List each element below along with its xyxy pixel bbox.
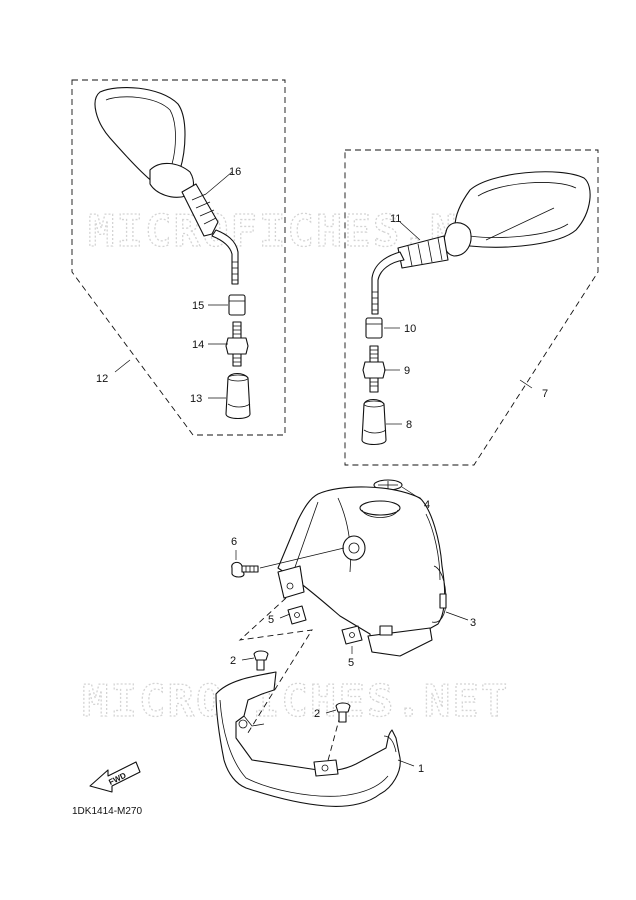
callout-leaders — [114, 171, 533, 767]
callout-5-left: 5 — [268, 614, 274, 626]
left-group-boundary — [71, 79, 286, 436]
callout-2-upper: 2 — [230, 655, 236, 667]
svg-text:FWD: FWD — [107, 771, 128, 787]
fwd-arrow: FWD — [89, 761, 141, 793]
callout-15: 15 — [192, 300, 204, 312]
part-2-screw-lower — [335, 702, 351, 723]
part-15-nut — [228, 294, 246, 316]
watermark-bottom: MICROFICHES.NET — [82, 676, 509, 727]
callout-7: 7 — [542, 388, 548, 400]
part-10-nut — [365, 317, 383, 339]
part-2-screw-upper — [253, 650, 269, 671]
part-5-clip-left — [287, 605, 307, 625]
callout-9: 9 — [404, 365, 410, 377]
callout-13: 13 — [190, 393, 202, 405]
callout-6: 6 — [231, 536, 237, 548]
callout-2-lower: 2 — [314, 708, 320, 720]
part-3-upper-cover — [277, 486, 446, 655]
callout-14: 14 — [192, 339, 204, 351]
left-mirror-group — [71, 79, 286, 436]
callout-1: 1 — [418, 763, 424, 775]
part-1-lower-cover — [215, 671, 401, 807]
part-6-bolt — [231, 561, 259, 578]
right-mirror-group — [344, 149, 599, 466]
callout-10: 10 — [404, 323, 416, 335]
part-14-adapter — [225, 321, 249, 367]
left-mirror-boot — [181, 183, 219, 237]
callout-8: 8 — [406, 419, 412, 431]
callout-4: 4 — [424, 499, 430, 511]
right-mirror-rod — [371, 251, 405, 315]
right-group-boundary — [344, 149, 599, 466]
diagram-reference-code: 1DK1414-M270 — [72, 806, 142, 817]
cover-bolt-hole — [342, 535, 366, 561]
part-8-rubber-nut — [361, 398, 387, 446]
part-5-clip-right — [341, 625, 363, 645]
callout-5-right: 5 — [348, 657, 354, 669]
left-mirror-rod — [211, 229, 239, 285]
callout-3: 3 — [470, 617, 476, 629]
part-9-adapter — [362, 345, 386, 393]
callout-numbers: 16 15 14 13 12 11 10 9 8 7 4 3 6 5 5 2 2… — [96, 166, 548, 775]
callout-11: 11 — [390, 213, 401, 225]
callout-12: 12 — [96, 373, 108, 385]
part-13-rubber-nut — [225, 372, 251, 420]
cowling-assembly — [215, 479, 447, 807]
callout-16: 16 — [229, 166, 241, 178]
